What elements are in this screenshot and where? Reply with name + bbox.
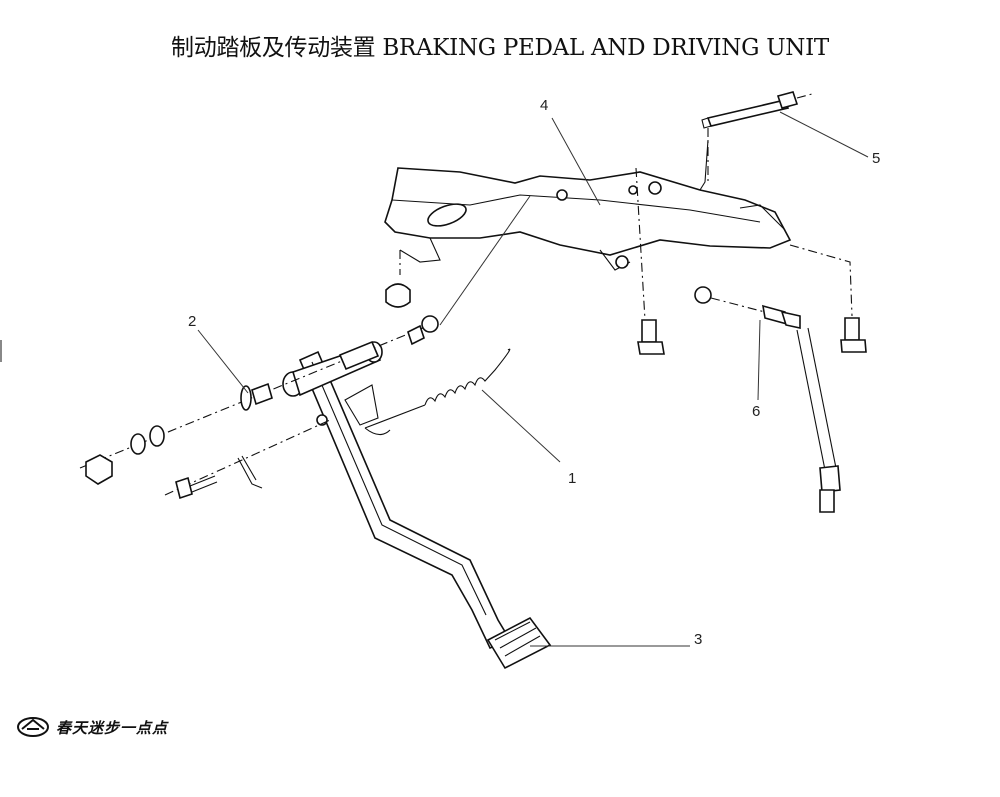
footer-brand: 春天迷步一点点: [16, 716, 168, 738]
callout-4: 4: [540, 97, 548, 114]
brake-light-switch: [694, 286, 841, 513]
leader-5: [779, 111, 869, 158]
callout-3: 3: [694, 631, 702, 648]
leader-4: [551, 117, 601, 206]
leader-1: [481, 389, 561, 463]
callout-2: 2: [188, 313, 196, 330]
leader-2: [197, 329, 249, 394]
brand-emblem-icon: [17, 717, 49, 737]
leader-lines: [197, 111, 869, 647]
leader-4b: [439, 195, 531, 326]
brake-pedal-arm: [282, 341, 552, 670]
long-bolt: [701, 91, 813, 185]
callout-5: 5: [872, 150, 880, 167]
callout-1: 1: [568, 470, 576, 487]
leader-6: [757, 319, 761, 401]
pedal-bracket: [384, 139, 792, 271]
bracket-bolts: [385, 167, 867, 355]
footer-slogan: 春天迷步一点点: [56, 718, 169, 737]
callout-6: 6: [752, 403, 760, 420]
shaft-hardware: [79, 315, 439, 500]
return-spring: [364, 348, 511, 436]
page-title: 制动踏板及传动装置 BRAKING PEDAL AND DRIVING UNIT: [171, 35, 829, 61]
page-edge-mark: [0, 340, 2, 362]
